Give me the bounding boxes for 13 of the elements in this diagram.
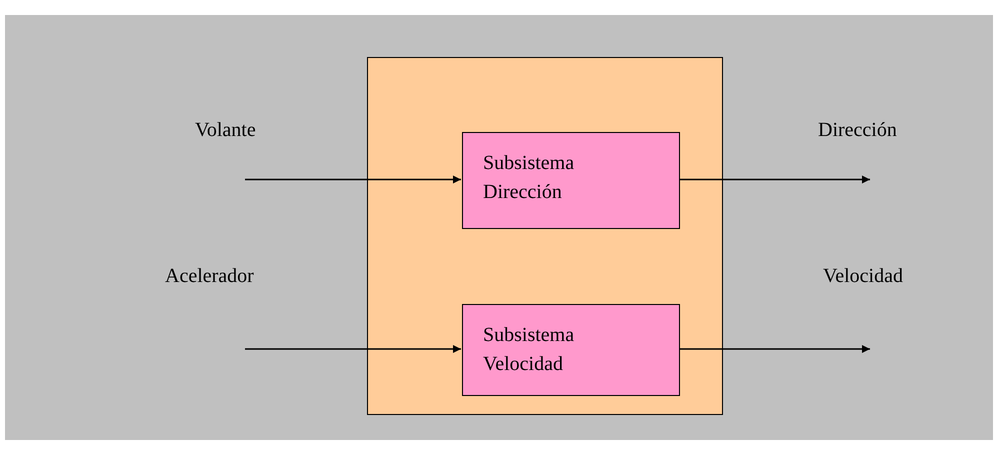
arrow	[679, 176, 870, 184]
arrow	[245, 176, 461, 184]
arrow	[245, 345, 461, 353]
system-box	[367, 57, 723, 415]
edge-label: Dirección	[818, 118, 897, 142]
box-label: Subsistema Velocidad	[483, 323, 576, 377]
subsystem-box	[462, 132, 680, 229]
edge-label: Volante	[195, 118, 256, 142]
edge-label: Velocidad	[823, 264, 903, 288]
subsystem-box	[462, 304, 680, 396]
box-label: Subsistema Dirección	[483, 151, 576, 205]
arrow	[679, 345, 870, 353]
edge-label: Acelerador	[165, 264, 254, 288]
